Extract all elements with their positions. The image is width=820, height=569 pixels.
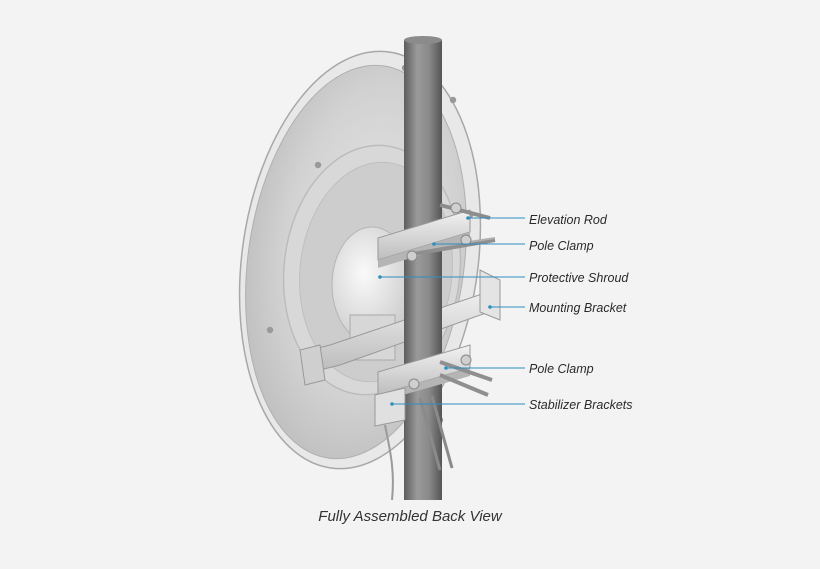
- figure-caption: Fully Assembled Back View: [318, 508, 502, 525]
- label-mounting-bracket: Mounting Bracket: [529, 301, 627, 315]
- elevation-rod: [439, 202, 491, 220]
- label-pole-clamp-upper: Pole Clamp: [529, 239, 594, 253]
- mounting-pole: [404, 40, 442, 500]
- pole-top: [404, 36, 442, 44]
- label-stabilizer-brackets: Stabilizer Brackets: [529, 398, 633, 412]
- label-elevation-rod: Elevation Rod: [529, 213, 607, 227]
- label-protective-shroud: Protective Shroud: [529, 271, 629, 285]
- leader-dots: [378, 216, 492, 406]
- leader-lines: [380, 217, 525, 405]
- label-pole-clamp-lower: Pole Clamp: [529, 362, 594, 376]
- stabilizer-brackets: [374, 387, 454, 501]
